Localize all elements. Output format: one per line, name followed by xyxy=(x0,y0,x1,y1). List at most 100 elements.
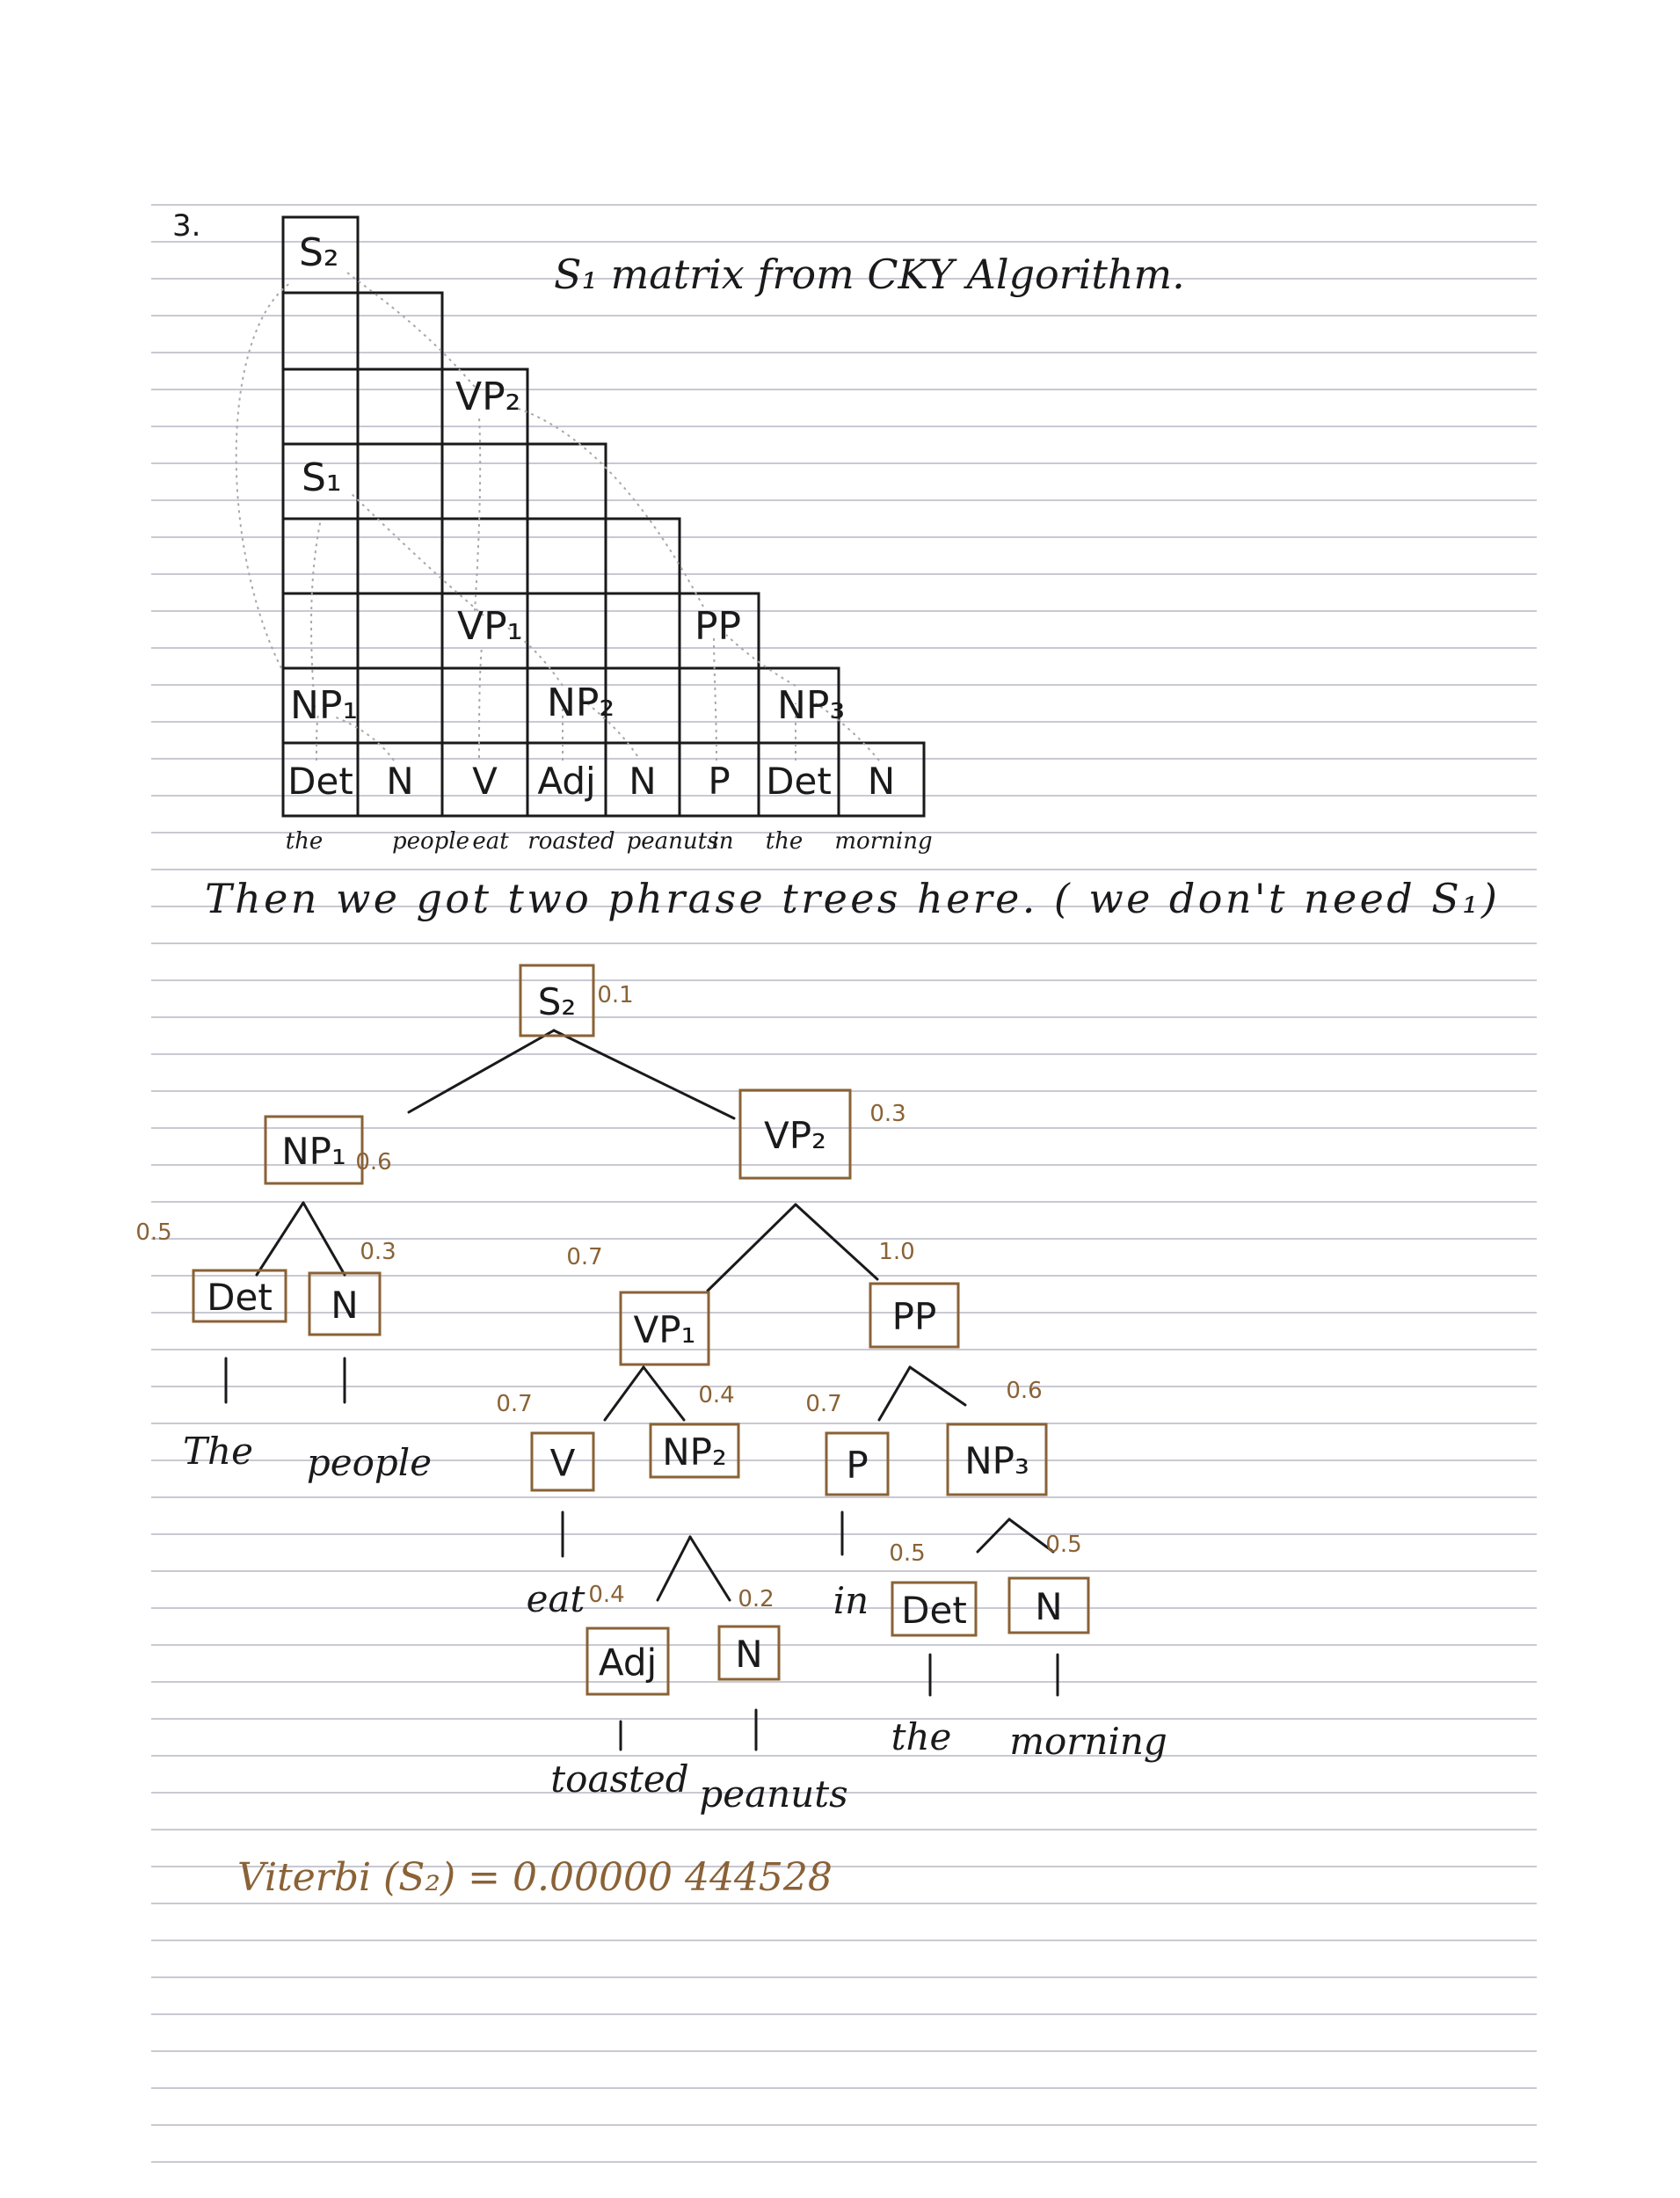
tree-node-label-adj: Adj xyxy=(599,1641,657,1685)
tree-node-prob-n3: 0.5 xyxy=(1045,1532,1081,1558)
tree-node-box-vp1 xyxy=(619,1291,710,1366)
tree-node-label-det2: Det xyxy=(901,1589,967,1632)
cky-cell-s1: S₁ xyxy=(302,455,342,500)
tree-leaf-the2: the xyxy=(891,1715,952,1758)
tree-node-prob-s2: 0.1 xyxy=(597,982,633,1008)
backpointer-arrow xyxy=(346,272,476,388)
tree-node-prob-np3: 0.6 xyxy=(1006,1378,1042,1404)
branch-np3-det xyxy=(976,1517,1011,1554)
cky-word: roasted xyxy=(527,828,615,855)
branch-np2-adj xyxy=(656,1535,692,1602)
branch-vp2-pp xyxy=(794,1203,879,1281)
backpointer-arrow xyxy=(478,645,483,759)
backpointer-arrow xyxy=(316,713,319,761)
tree-node-prob-det2: 0.5 xyxy=(889,1540,925,1567)
backpointer-arrow xyxy=(518,408,704,608)
cky-word: morning xyxy=(834,828,932,855)
tree-node-prob-det1: 0.5 xyxy=(135,1219,171,1246)
cky-word: the xyxy=(766,828,804,855)
cky-pos-tag: N xyxy=(386,760,413,803)
tree-node-prob-p: 0.7 xyxy=(805,1391,841,1417)
tree-node-label-np1: NP₁ xyxy=(281,1130,346,1173)
branch-np1-det xyxy=(255,1201,305,1277)
tree-node-box-det1 xyxy=(192,1269,287,1323)
tree-node-label-n1: N xyxy=(331,1284,358,1327)
cky-cell-np3: NP₃ xyxy=(777,683,845,728)
tree-node-prob-vp2: 0.3 xyxy=(869,1101,905,1127)
backpointer-arrows xyxy=(235,272,880,761)
tree-node-prob-n2: 0.2 xyxy=(738,1586,774,1612)
backpointer-arrow xyxy=(235,282,291,669)
tree-node-label-det1: Det xyxy=(207,1276,273,1319)
note-text: Then we got two phrase trees here. ( we … xyxy=(205,875,1497,922)
branch-s2-np1 xyxy=(407,1029,556,1114)
tree-node-prob-adj: 0.4 xyxy=(588,1582,624,1608)
tree-node-box-n2 xyxy=(717,1625,781,1681)
backpointer-arrow xyxy=(713,637,717,761)
cky-cell-np1: NP₁ xyxy=(290,683,358,728)
tree-node-box-vp2 xyxy=(738,1088,852,1180)
cky-word: people xyxy=(392,828,469,855)
branch-np3-n xyxy=(1007,1517,1055,1554)
tree-node-box-s2 xyxy=(519,964,595,1037)
tree-leaf-eat: eat xyxy=(527,1577,585,1620)
page-title: S₁ matrix from CKY Algorithm. xyxy=(554,251,1185,298)
cky-word: peanuts xyxy=(627,828,719,855)
tree-node-box-n3 xyxy=(1007,1576,1090,1634)
backpointer-arrow xyxy=(815,702,880,761)
cky-pos-tag: N xyxy=(629,760,656,803)
tree-node-label-n3: N xyxy=(1035,1585,1062,1628)
cky-word: in xyxy=(711,828,733,855)
tree-node-prob-n1: 0.3 xyxy=(360,1239,396,1265)
tree-node-box-det2 xyxy=(891,1581,978,1637)
tree-node-box-np1 xyxy=(264,1115,364,1185)
tree-node-prob-vp1: 0.7 xyxy=(566,1244,602,1270)
tree-node-box-np3 xyxy=(946,1423,1048,1496)
cky-matrix-outline xyxy=(281,215,926,818)
problem-number: 3. xyxy=(172,208,200,244)
branch-pp-np3 xyxy=(908,1365,967,1407)
backpointer-arrow xyxy=(581,698,638,757)
tree-leaf-the1: The xyxy=(183,1430,253,1473)
tree-node-box-pp xyxy=(869,1282,960,1349)
branch-s2-vp2 xyxy=(552,1029,736,1120)
cky-word: eat xyxy=(472,828,509,855)
tree-node-label-v: V xyxy=(550,1442,576,1485)
tree-node-box-adj xyxy=(585,1627,670,1696)
parse-tree-branches xyxy=(224,1029,1059,1751)
branch-np2-n xyxy=(688,1535,731,1602)
cky-cell-vp1: VP₁ xyxy=(457,604,522,649)
tree-leaf-people: people xyxy=(307,1441,432,1484)
cky-cell-pp: PP xyxy=(695,604,741,649)
cky-pos-tag: P xyxy=(708,760,730,803)
cky-word: the xyxy=(286,828,324,855)
cky-matrix-grid xyxy=(281,215,926,818)
tree-node-box-np2 xyxy=(649,1423,740,1479)
backpointer-arrow xyxy=(725,634,796,687)
tree-node-label-np2: NP₂ xyxy=(662,1430,727,1474)
tree-leaf-morning: morning xyxy=(1009,1720,1167,1763)
tree-leaf-peanuts: peanuts xyxy=(699,1772,847,1816)
cky-cell-np2: NP₂ xyxy=(547,681,615,725)
cky-pos-tag: Adj xyxy=(537,760,595,803)
tree-node-label-vp2: VP₂ xyxy=(764,1114,826,1157)
backpointer-arrow xyxy=(310,518,322,709)
tree-node-prob-np1: 0.6 xyxy=(355,1149,391,1175)
backpointer-arrow xyxy=(349,491,484,616)
viterbi-result: Viterbi (S₂) = 0.00000 444528 xyxy=(237,1855,833,1900)
branch-pp-p xyxy=(877,1365,912,1422)
backpointer-arrow xyxy=(333,716,395,761)
cky-cell-vp2: VP₂ xyxy=(455,375,520,419)
tree-node-prob-v: 0.7 xyxy=(496,1391,532,1417)
cky-cell-s2: S₂ xyxy=(299,230,339,275)
tree-node-label-pp: PP xyxy=(892,1295,937,1338)
cky-pos-tag: N xyxy=(868,760,895,803)
tree-node-prob-pp: 1.0 xyxy=(878,1239,914,1265)
cky-cell-labels: S₂ VP₂ S₁ VP₁ PP NP₁ NP₂ NP₃ xyxy=(290,230,845,728)
tree-node-label-p: P xyxy=(846,1444,868,1487)
